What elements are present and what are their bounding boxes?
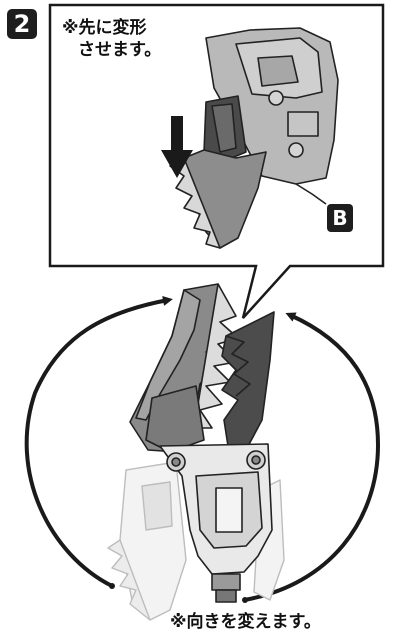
- rotation-note: ※向きを変えます。: [170, 611, 321, 633]
- pre-transform-note: ※先に変形 させます。: [62, 17, 202, 61]
- pre-transform-note-line2: させます。: [62, 39, 202, 61]
- step-number-badge: 2: [7, 9, 37, 39]
- part-label-badge: B: [327, 204, 353, 232]
- pre-transform-note-line1: ※先に変形: [62, 18, 147, 38]
